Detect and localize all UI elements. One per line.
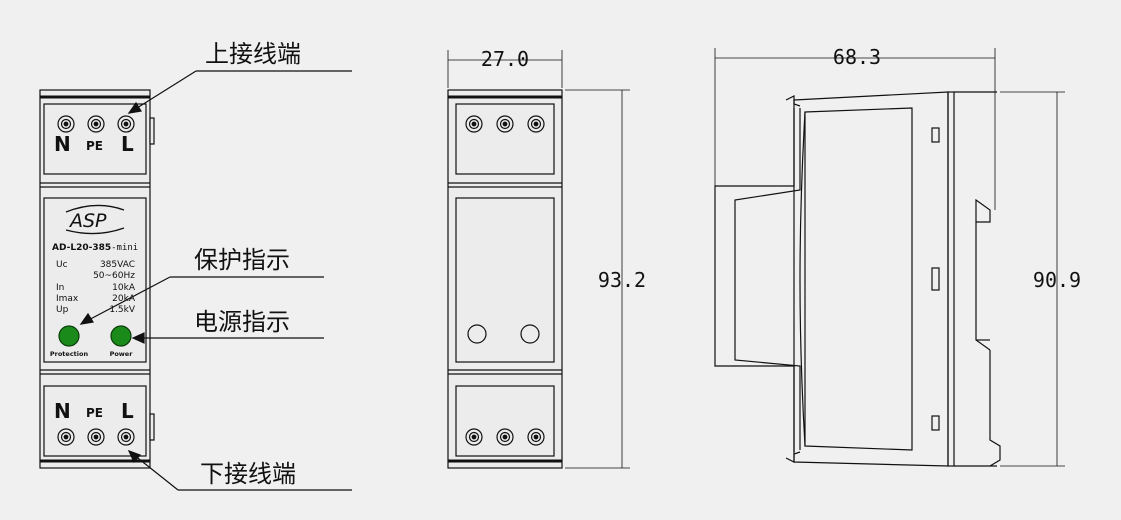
front-label-plate bbox=[43, 197, 147, 363]
asp-logo: ASP bbox=[65, 204, 125, 235]
dim-height-profile: 90.9 bbox=[1033, 268, 1081, 292]
spec-key-up: Up bbox=[56, 305, 69, 315]
protection-led-label: Protection bbox=[50, 350, 89, 358]
top-label-n: N bbox=[54, 132, 71, 156]
spec-val-up: 1.5kV bbox=[109, 305, 136, 315]
spec-val-in: 10kA bbox=[112, 283, 136, 293]
callout-bottom-terminal: 下接线端 bbox=[200, 460, 296, 488]
spec-list: Uc 385VAC 50~60Hz In 10kA Imax 20kA Up 1… bbox=[56, 260, 136, 315]
spec-val-freq: 50~60Hz bbox=[93, 271, 135, 281]
bottom-label-n: N bbox=[54, 399, 71, 423]
top-screws bbox=[57, 115, 135, 133]
spec-val-uc: 385VAC bbox=[100, 260, 135, 270]
protection-led bbox=[58, 325, 80, 347]
callout-protection-indicator: 保护指示 bbox=[194, 246, 290, 274]
spec-key-uc: Uc bbox=[56, 260, 68, 270]
spec-key-in: In bbox=[56, 283, 64, 293]
spec-val-imax: 20kA bbox=[112, 294, 136, 304]
callouts: 上接线端 保护指示 电源指示 下接线端 bbox=[79, 40, 352, 491]
dim-height-side: 93.2 bbox=[598, 268, 646, 292]
bottom-terminal-block bbox=[43, 385, 147, 457]
front-view: N PE L N PE L ASP AD-L20-385-mini Uc 385… bbox=[39, 89, 155, 469]
top-label-pe: PE bbox=[86, 139, 103, 153]
profile-view: 68.3 90.9 bbox=[714, 45, 1081, 467]
power-led-label: Power bbox=[110, 350, 134, 358]
top-terminal-block bbox=[43, 103, 147, 175]
callout-power-indicator: 电源指示 bbox=[194, 308, 290, 336]
brand-text: ASP bbox=[68, 210, 107, 232]
bottom-label-pe: PE bbox=[86, 406, 103, 420]
callout-top-terminal: 上接线端 bbox=[205, 40, 301, 68]
top-label-l: L bbox=[121, 132, 134, 156]
power-led bbox=[110, 325, 132, 347]
dim-width: 27.0 bbox=[481, 47, 529, 71]
spec-key-imax: Imax bbox=[56, 294, 79, 304]
bottom-label-l: L bbox=[121, 399, 134, 423]
bottom-screws bbox=[57, 428, 135, 446]
model-number: AD-L20-385-mini bbox=[52, 243, 138, 253]
dim-depth: 68.3 bbox=[833, 45, 881, 69]
side-view: 27.0 93.2 bbox=[447, 47, 646, 469]
